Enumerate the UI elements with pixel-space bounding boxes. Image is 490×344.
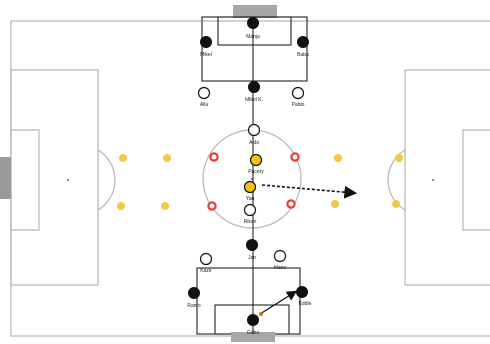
player-label: Pablo: [292, 102, 305, 108]
yellow-cone: [331, 200, 339, 208]
yellow-cone: [334, 154, 342, 162]
player-mid-yellow-1: [249, 153, 263, 167]
left-penalty-arc: [97, 149, 116, 211]
yellow-cone: [117, 202, 125, 210]
player-label: Jan: [248, 255, 256, 261]
player-label: Rikan: [244, 219, 257, 225]
player-top-left: [200, 36, 212, 48]
yellow-cone: [119, 154, 127, 162]
player-top-wide-left: [197, 86, 211, 100]
player-label: Mikel: [200, 52, 212, 58]
player-mid-top: [247, 123, 261, 137]
player-bottom-left: [188, 287, 200, 299]
left-penalty-area: [10, 69, 99, 286]
player-bottom-wide-right: [273, 249, 287, 263]
player-top-wide-right: [291, 86, 305, 100]
arrows: [259, 184, 358, 316]
player-top-gk: [247, 17, 259, 29]
player-label: Kaze: [200, 268, 212, 274]
player-bottom-gk: [247, 314, 259, 326]
bottom-goal: [231, 332, 275, 342]
left-penalty-spot: [67, 179, 69, 181]
player-bottom-wide-left: [199, 252, 213, 266]
player-label: Baba: [297, 52, 309, 58]
right-penalty-area: [404, 69, 490, 286]
red-cone: [286, 199, 296, 209]
cones: [117, 152, 403, 211]
player-bottom-right: [296, 286, 308, 298]
yellow-cone: [392, 200, 400, 208]
player-label: Mario: [274, 265, 287, 271]
right-goal-area: [462, 129, 490, 231]
player-mid-bottom: [243, 203, 257, 217]
player-label: Gaba: [247, 330, 259, 336]
run-arrow: [259, 290, 298, 315]
red-cone: [290, 152, 300, 162]
left-goal-area: [10, 129, 40, 231]
players: Manja Mikel Baba Mikel K. Alla Pablo Akb…: [187, 17, 312, 336]
right-penalty-spot: [432, 179, 434, 181]
player-label: Alla: [200, 102, 209, 108]
player-label: Yan: [246, 196, 255, 202]
player-label: Ramo: [187, 303, 201, 309]
player-top-anchor: [248, 81, 260, 93]
drill-boxes: [196, 5, 308, 342]
bottom-box-outer: [196, 267, 301, 335]
top-goal: [233, 5, 277, 18]
player-top-right: [297, 36, 309, 48]
player-label: Manja: [246, 34, 260, 40]
pass-arrow-dashed: [261, 184, 358, 199]
player-label: Akbi: [249, 140, 259, 146]
player-bottom-anchor: [246, 239, 258, 251]
left-goal: [0, 157, 11, 199]
pitch-outline: [10, 20, 490, 337]
pitch: [0, 20, 490, 337]
red-cone: [209, 152, 219, 162]
yellow-cone: [163, 154, 171, 162]
red-cone: [207, 201, 217, 211]
top-box-inner: [217, 16, 292, 46]
yellow-cone: [395, 154, 403, 162]
player-mid-yellow-2: [243, 180, 257, 194]
player-label: Eddie: [299, 301, 312, 307]
ball: [259, 312, 263, 316]
player-label: Pacery: [248, 169, 264, 175]
player-label: Mikel K.: [245, 97, 263, 103]
yellow-cone: [161, 202, 169, 210]
